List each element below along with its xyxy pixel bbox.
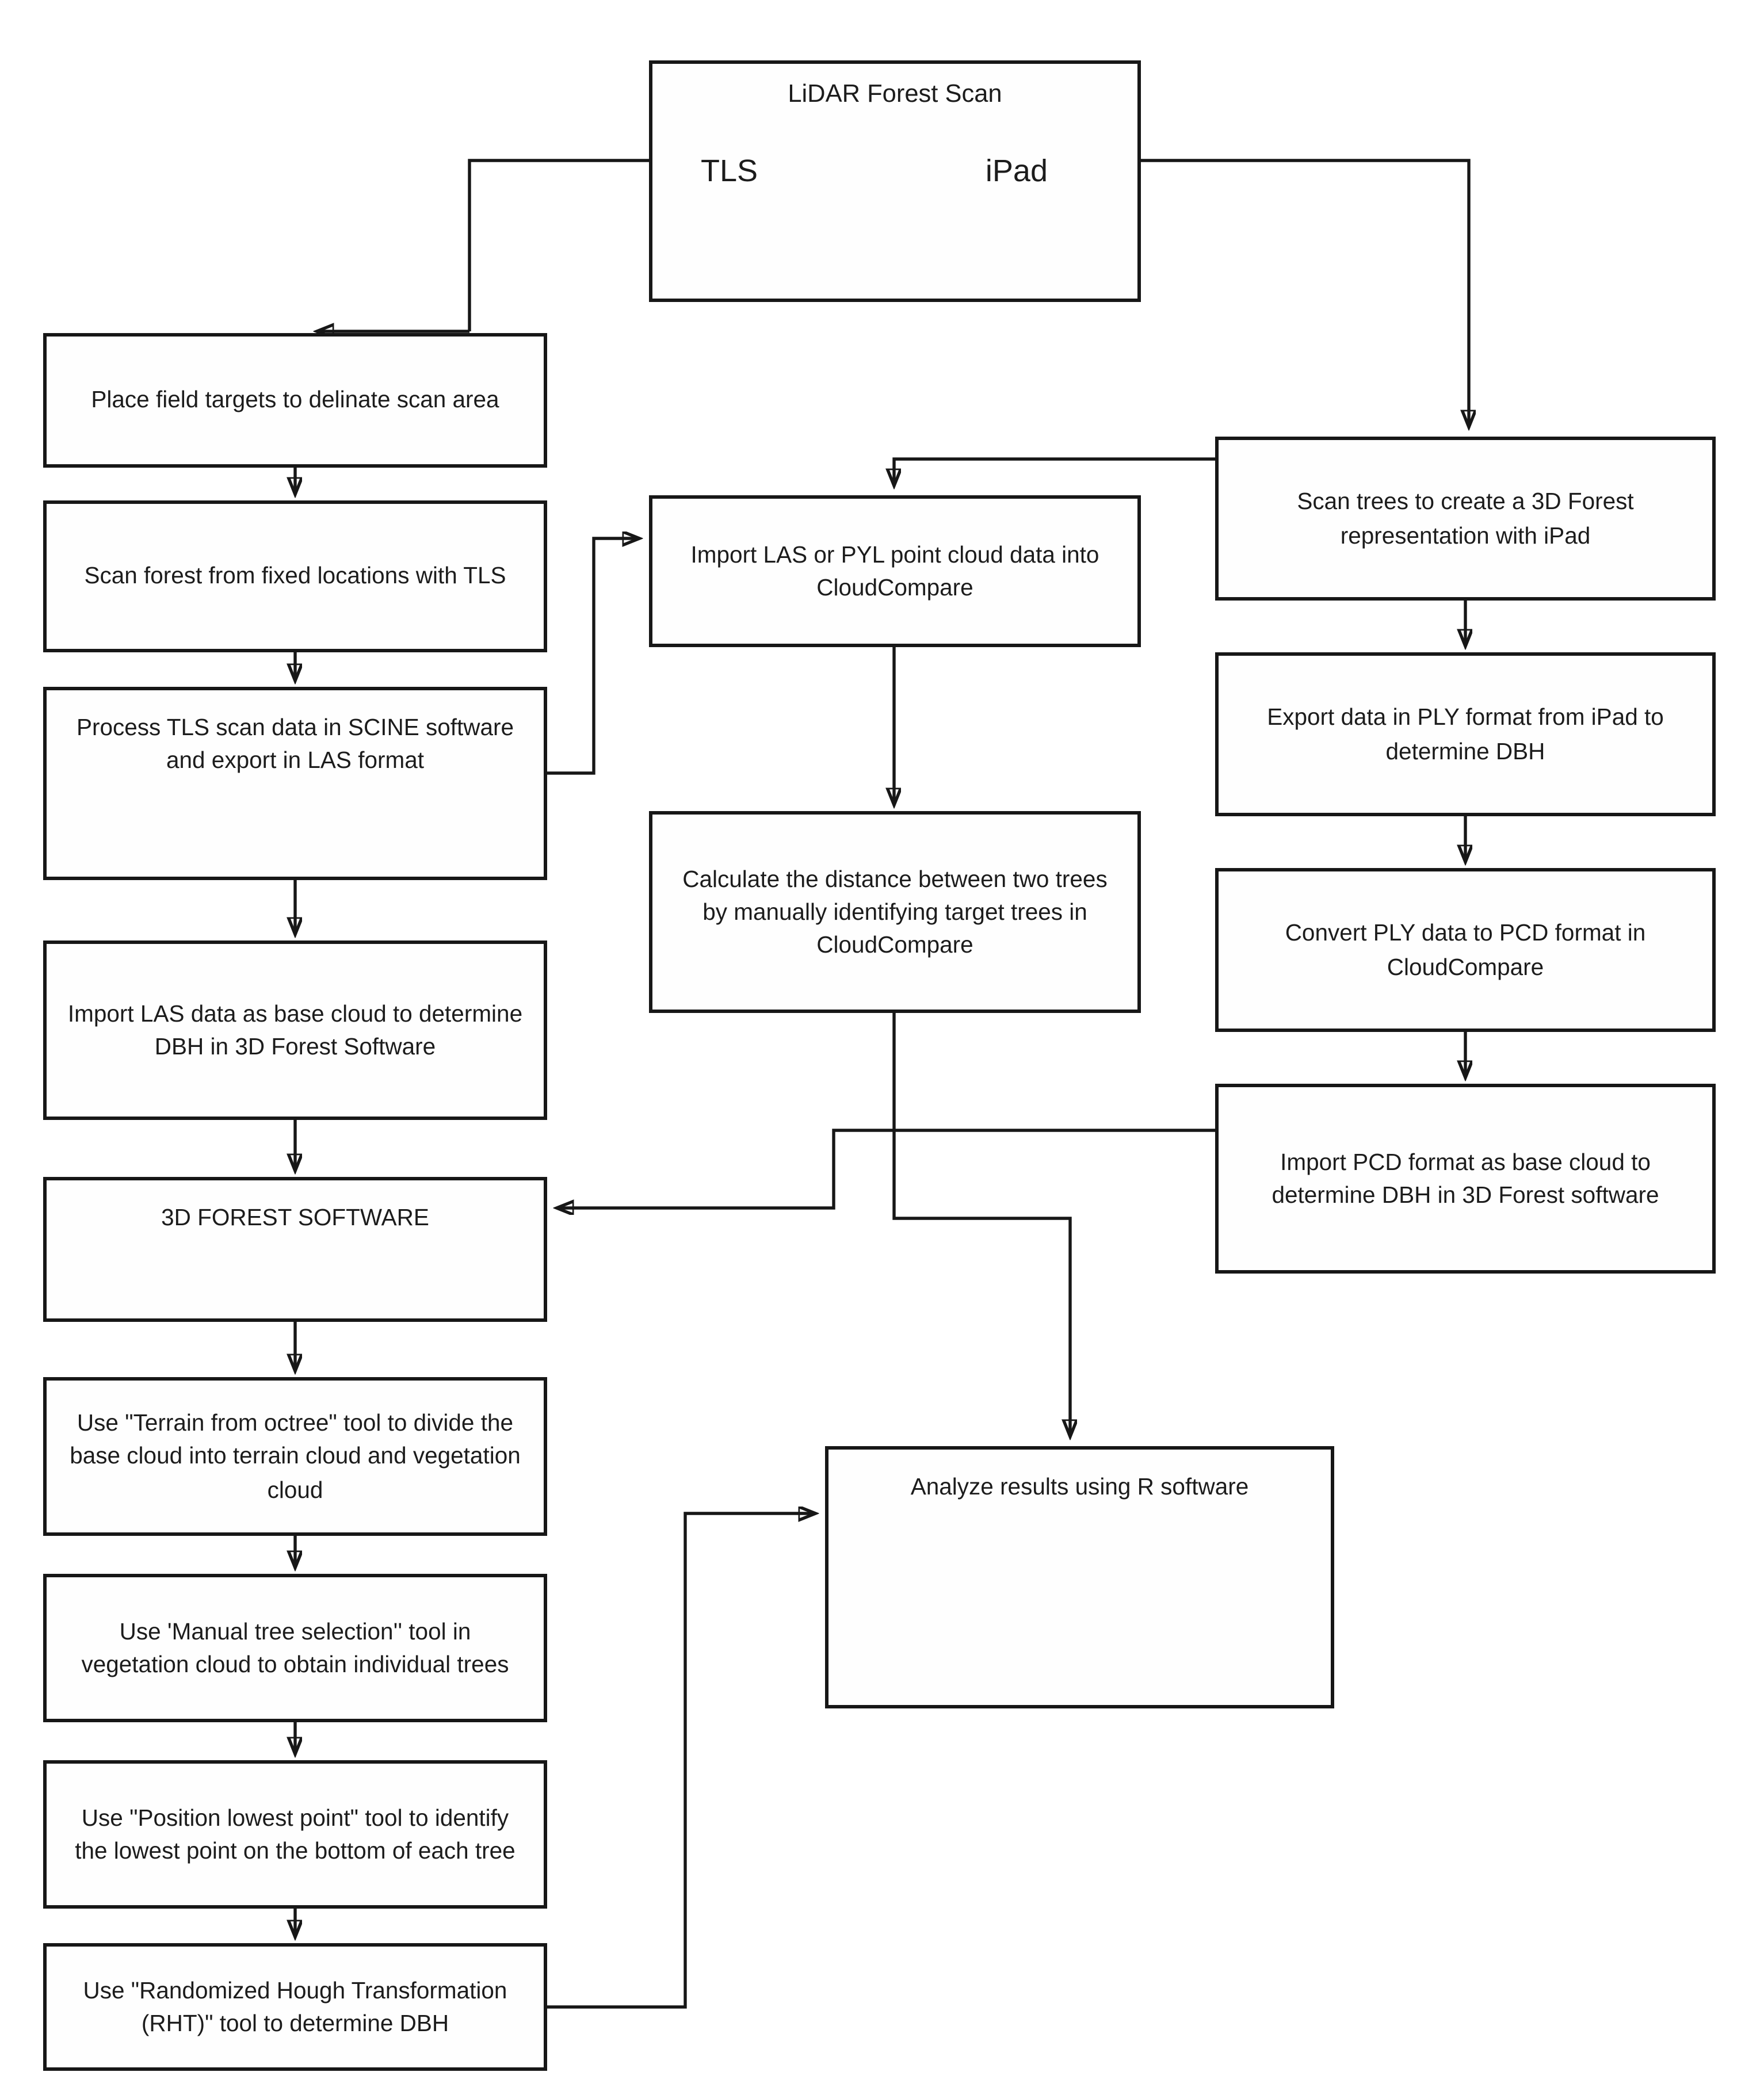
flow-node-import-las-3dforest: Import LAS data as base cloud to determi… bbox=[43, 940, 547, 1120]
edge-ipad-to-scan-trees bbox=[1141, 159, 1469, 426]
edge-calculate-to-analyze bbox=[892, 1013, 1070, 1436]
flow-node-scan-trees-ipad: Scan trees to create a 3D Forest represe… bbox=[1215, 437, 1716, 601]
flow-node-lidar-forest-scan: LiDAR Forest Scan TLS iPad bbox=[649, 60, 1141, 302]
edge-scan-trees-to-import-pyl bbox=[894, 457, 1215, 485]
flow-node-scan-forest-tls: Scan forest from fixed locations with TL… bbox=[43, 500, 547, 652]
flow-node-manual-tree-selection: Use 'Manual tree selection'' tool in veg… bbox=[43, 1574, 547, 1722]
branch-label-ipad: iPad bbox=[985, 154, 1048, 188]
flow-node-import-pcd-3dforest: Import PCD format as base cloud to deter… bbox=[1215, 1084, 1716, 1274]
edge-process-tls-to-import-pyl bbox=[547, 538, 639, 775]
flow-node-place-field-targets: Place field targets to delinate scan are… bbox=[43, 333, 547, 468]
flow-node-convert-ply-pcd: Convert PLY data to PCD format in CloudC… bbox=[1215, 868, 1716, 1032]
flow-node-import-las-pyl-cloudcompare: Import LAS or PYL point cloud data into … bbox=[649, 495, 1141, 647]
edge-rht-to-analyze bbox=[547, 1513, 815, 2009]
flow-node-3d-forest-software: 3D FOREST SOFTWARE bbox=[43, 1177, 547, 1322]
branch-label-tls: TLS bbox=[701, 154, 758, 188]
flow-node-calculate-distance: Calculate the distance between two trees… bbox=[649, 811, 1141, 1013]
flow-node-position-lowest-point: Use "Position lowest point" tool to iden… bbox=[43, 1760, 547, 1909]
flow-node-terrain-from-octree: Use "Terrain from octree" tool to divide… bbox=[43, 1377, 547, 1536]
flow-node-process-tls-scine: Process TLS scan data in SCINE software … bbox=[43, 687, 547, 880]
flow-node-analyze-r-software: Analyze results using R software bbox=[825, 1446, 1334, 1708]
edge-import-pcd-to-3d-forest bbox=[558, 1129, 1215, 1208]
flow-node-randomized-hough-transformation: Use "Randomized Hough Transformation (RH… bbox=[43, 1943, 547, 2071]
flow-node-export-ply-ipad: Export data in PLY format from iPad to d… bbox=[1215, 652, 1716, 816]
edge-tls-to-place-targets bbox=[318, 159, 649, 331]
lidar-forest-scan-title: LiDAR Forest Scan bbox=[788, 81, 1002, 109]
